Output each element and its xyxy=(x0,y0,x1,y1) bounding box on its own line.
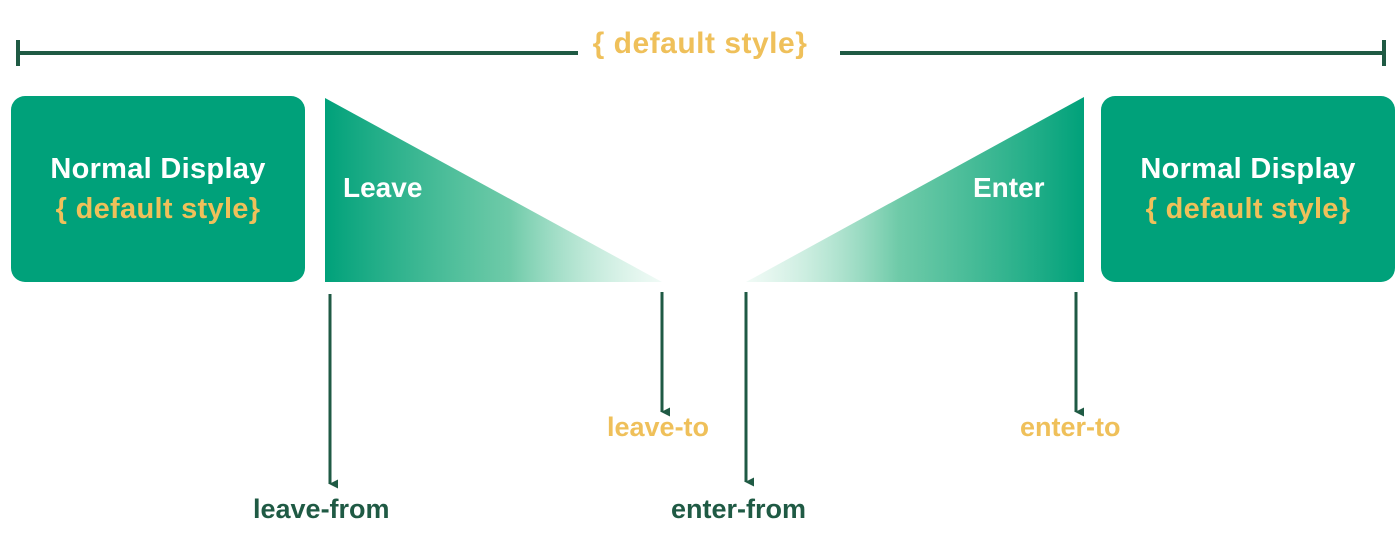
default-style-label: { default style} xyxy=(1145,193,1351,225)
leave-from-label: leave-from xyxy=(253,494,390,524)
enter-wedge xyxy=(746,97,1084,282)
normal-display-box-left: Normal Display { default style} xyxy=(11,96,305,282)
leave-label: Leave xyxy=(343,172,423,203)
leave-to-label: leave-to xyxy=(607,412,710,442)
enter-to-label: enter-to xyxy=(1020,412,1121,442)
normal-display-title: Normal Display xyxy=(50,153,266,185)
normal-display-title: Normal Display xyxy=(1140,153,1356,185)
normal-display-box-right: Normal Display { default style} xyxy=(1101,96,1395,282)
enter-label: Enter xyxy=(973,172,1045,203)
timeline-label: { default style} xyxy=(584,27,816,61)
leave-wedge xyxy=(325,98,662,282)
default-style-label: { default style} xyxy=(55,193,261,225)
enter-from-label: enter-from xyxy=(671,494,807,524)
